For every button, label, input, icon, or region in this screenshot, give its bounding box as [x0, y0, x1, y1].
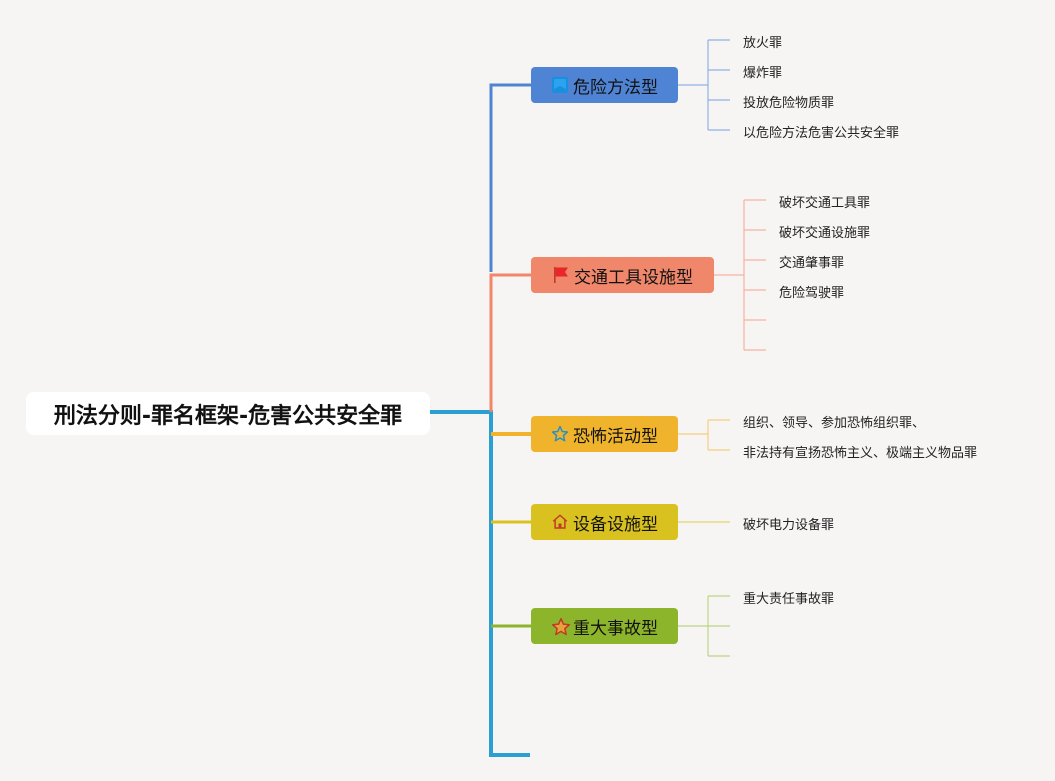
branch-label: 设备设施型 — [573, 514, 658, 535]
leaf-bracket-2 — [714, 199, 766, 351]
leaf-item[interactable]: 危险驾驶罪 — [779, 286, 845, 301]
leaf-item[interactable]: 投放危险物质罪 — [743, 96, 835, 111]
leaf-bracket-3 — [678, 419, 730, 451]
branch-label: 恐怖活动型 — [573, 426, 658, 447]
star-icon — [551, 617, 571, 636]
leaf-bracket-1 — [678, 39, 730, 131]
leaf-item[interactable]: 非法持有宣扬恐怖主义、极端主义物品罪 — [743, 446, 978, 461]
branch-node-dangerous-methods[interactable]: 危险方法型 — [531, 67, 678, 103]
leaf-item[interactable]: 交通肇事罪 — [779, 256, 845, 271]
root-node[interactable]: 刑法分则-罪名框架-危害公共安全罪 — [26, 392, 430, 435]
leaf-item[interactable]: 以危险方法危害公共安全罪 — [743, 126, 900, 141]
branch-node-equipment-facilities[interactable]: 设备设施型 — [531, 504, 678, 540]
star-outline-icon — [551, 425, 569, 443]
branch-label: 危险方法型 — [573, 77, 658, 98]
branch-node-major-accidents[interactable]: 重大事故型 — [531, 608, 678, 644]
branch-label: 重大事故型 — [573, 618, 658, 639]
blue-flag-icon — [551, 76, 569, 94]
leaf-item[interactable]: 破坏交通设施罪 — [779, 226, 871, 241]
branch-label: 交通工具设施型 — [574, 267, 693, 288]
trunk-line — [430, 410, 530, 757]
leaf-item[interactable]: 重大责任事故罪 — [743, 592, 835, 607]
branch-node-terrorist-activities[interactable]: 恐怖活动型 — [531, 416, 678, 452]
leaf-item[interactable]: 组织、领导、参加恐怖组织罪、 — [743, 416, 926, 431]
house-icon — [551, 513, 569, 531]
leaf-item[interactable]: 爆炸罪 — [743, 66, 783, 81]
leaf-bracket-5 — [678, 595, 730, 657]
branch-node-traffic-facilities[interactable]: 交通工具设施型 — [531, 257, 714, 293]
leaf-item[interactable]: 破坏交通工具罪 — [779, 196, 871, 211]
root-label: 刑法分则-罪名框架-危害公共安全罪 — [53, 403, 403, 429]
red-flag-icon — [552, 266, 570, 284]
branch-connector-1 — [489, 83, 531, 272]
branch-connector-2 — [489, 273, 531, 412]
leaf-item[interactable]: 放火罪 — [743, 36, 783, 51]
leaf-item[interactable]: 破坏电力设备罪 — [743, 518, 835, 533]
